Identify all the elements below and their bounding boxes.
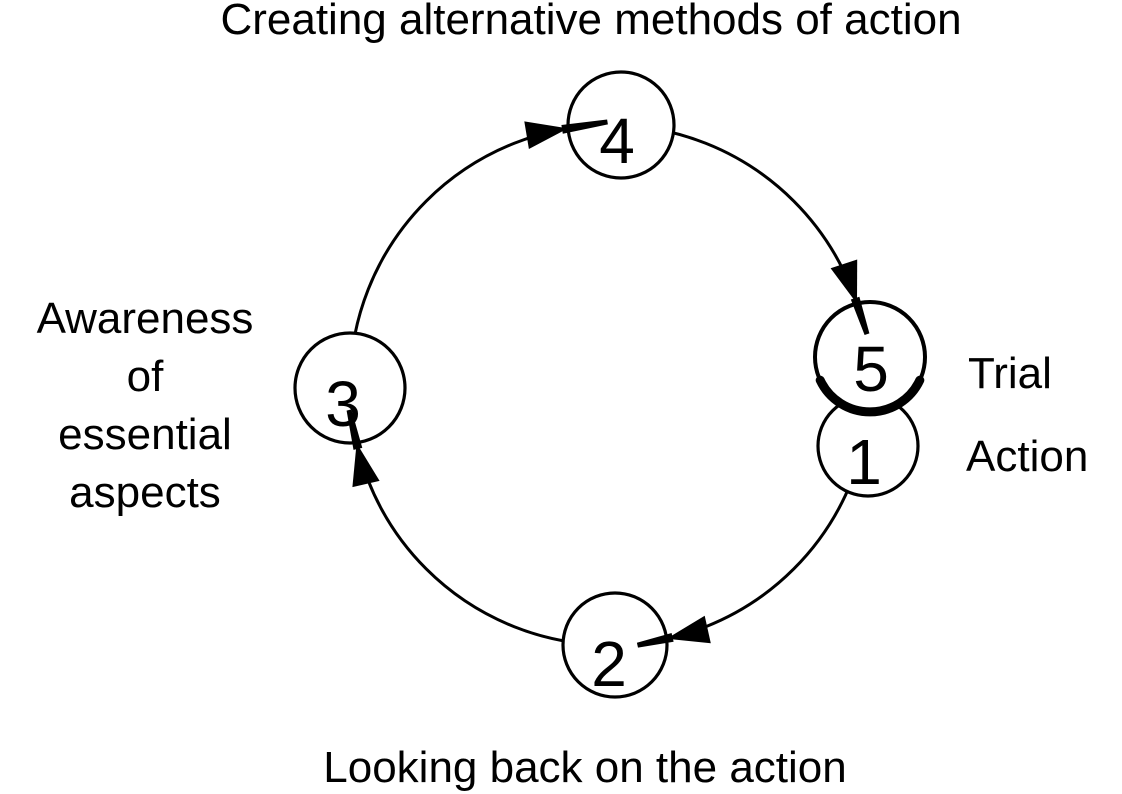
arrowhead — [352, 443, 380, 488]
node-5-emphasis-arc — [815, 375, 925, 417]
arrowhead — [666, 615, 711, 644]
node-circle-3 — [293, 331, 407, 445]
action-label: Action — [966, 432, 1088, 481]
node-number-1: 1 — [846, 426, 882, 498]
top-caption: Creating alternative methods of action — [220, 0, 961, 44]
arrow-3-to-4 — [524, 119, 608, 149]
node-number-5: 5 — [853, 333, 889, 405]
arrow-tail — [850, 296, 870, 335]
left-caption-line-2: of — [127, 352, 164, 401]
arrow-tail — [636, 633, 674, 648]
left-caption-line-4: aspects — [69, 468, 221, 517]
arrowhead — [830, 259, 858, 304]
cycle-ring — [348, 123, 872, 647]
node-number-4: 4 — [599, 105, 635, 177]
arrow-4-to-5 — [830, 259, 870, 335]
left-caption-line-1: Awareness — [37, 294, 254, 343]
left-caption-line-3: essential — [58, 410, 232, 459]
node-number-3: 3 — [325, 368, 361, 440]
arrow-1-to-2 — [636, 615, 711, 648]
node-circle-2 — [561, 591, 669, 699]
arrow-tail — [346, 409, 363, 450]
bottom-caption: Looking back on the action — [323, 743, 847, 792]
arrow-2-to-3 — [346, 409, 380, 488]
trial-label: Trial — [968, 349, 1052, 398]
arrowhead — [524, 121, 568, 149]
node-number-2: 2 — [591, 628, 627, 700]
arrow-tail — [561, 119, 608, 134]
